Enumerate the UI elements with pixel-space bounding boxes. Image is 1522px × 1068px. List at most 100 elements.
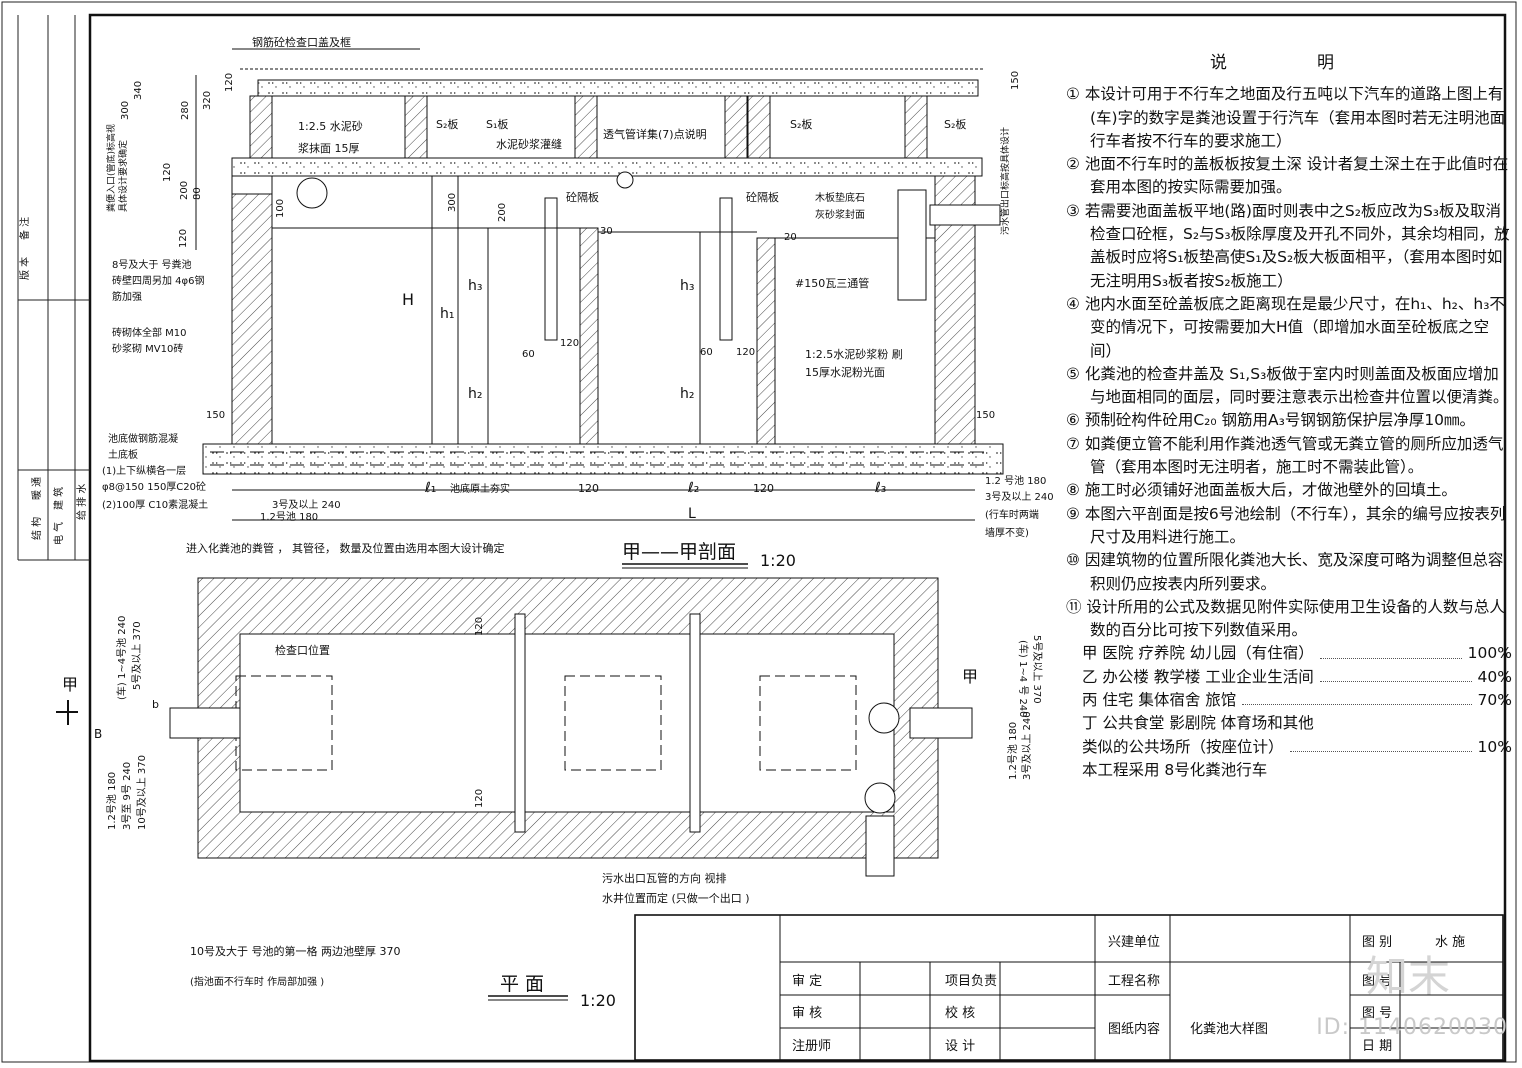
- label-wall-mortar: 1:2.5水泥砂浆粉 刷: [805, 347, 903, 361]
- strip-label-arch: 建 筑: [52, 487, 65, 510]
- riser-5: [747, 95, 771, 159]
- dim-bl-1: 3号及以上 240: [272, 499, 341, 511]
- note-item: ⑨ 本图六平剖面是按6号池绘制（不行车），其余的编号应按表列尺寸及用料进行施工。: [1066, 504, 1506, 546]
- label-s2-left: S₂板: [436, 117, 458, 131]
- label-mortar-2: 浆抹面 15厚: [298, 141, 360, 155]
- strip-label-hvac: 暖 通: [30, 477, 43, 500]
- label-traffic-note: (行车时两端: [985, 508, 1039, 521]
- note-item: ⑪ 设计所用的公式及数据见附件实际使用卫生设备的人数与总人数的百分比可按下列数值…: [1066, 597, 1505, 640]
- left-wall: [231, 175, 273, 445]
- strip-label-remark: 备 注: [18, 217, 31, 240]
- dim-bl-2: 1.2号池 180: [260, 510, 318, 523]
- strip-label-struct: 结 构: [30, 517, 43, 540]
- category-type: 乙 办公楼 教学楼 工业企业生活间: [1082, 667, 1314, 686]
- label-masonry-2: 砂浆砌 MV10砖: [112, 342, 183, 355]
- category-percent: 100%: [1467, 644, 1512, 663]
- base-slab: [202, 443, 1004, 475]
- side-strip: 备 注 版 本 建 筑 结 构 给 排 水 电 气 暖 通: [17, 15, 90, 561]
- lid-beam: [231, 157, 983, 177]
- label-ash-seal: 灰砂浆封面: [815, 208, 865, 221]
- plan-dim-b: b: [152, 698, 159, 711]
- vent-detail-circle: [616, 171, 634, 189]
- category-type: 丁 公共食堂 影剧院 体育场和其他: [1082, 714, 1314, 733]
- plan-vent-pipe: [864, 782, 896, 814]
- plan-outlet-direction-2: 水井位置而定 (只做一个出口 ): [602, 891, 750, 905]
- plan-wall-note: 10号及大于 号池的第一格 两边池壁厚 370: [190, 944, 400, 958]
- tb-design: 设 计: [945, 1039, 975, 1054]
- usage-category: 丁 公共食堂 影剧院 体育场和其他: [1062, 712, 1512, 735]
- dim-H: H: [402, 290, 414, 309]
- plan-pipe-note: 进入化粪池的粪管 ， 其管径， 数量及位置由选用本图大设计确定: [186, 541, 505, 555]
- category-type: 甲 医院 疗养院 幼儿园（有住宿）: [1082, 644, 1314, 663]
- note-item: ② 池面不行车时的盖板板按复土深 设计者复土深土在于此值时在套用本图的按实际需要…: [1066, 155, 1509, 197]
- baffle-2: [719, 197, 733, 341]
- plan-left-bot-3: 10号及以上 370: [136, 755, 148, 830]
- note-item: ⑩ 因建筑物的位置所限化粪池大长、宽及深度可略为调整但总容积则仍应按表内所列要求…: [1066, 551, 1504, 593]
- note-item: ⑦ 如粪便立管不能利用作粪池透气管或无粪立管的厕所应加透气管（套用本图时无注明者…: [1066, 434, 1504, 477]
- label-base-2: (2)100厚 C10素混凝土: [102, 498, 208, 511]
- dim-60b: 60: [700, 347, 713, 358]
- riser-4: [724, 95, 748, 159]
- dim-h3b: h₃: [680, 278, 695, 294]
- riser-2: [404, 95, 428, 159]
- label-baffle-left: 砼隔板: [566, 190, 599, 204]
- dim-30: 30: [600, 226, 613, 237]
- section-title: 甲——甲剖面: [622, 541, 736, 563]
- usage-category: 类似的公共场所（按座位计）10%: [1062, 736, 1512, 759]
- tb-drawing-name: 化粪池大样图: [1190, 1022, 1268, 1037]
- dim-l1: ℓ₁: [424, 480, 436, 496]
- dim-60a: 60: [522, 349, 535, 360]
- title-block: 兴建单位 工程名称 图纸内容 化粪池大样图 审 定 审 核 注册师 项目负责 校…: [634, 914, 1504, 1061]
- label-base-1: (1)上下纵横各一层: [102, 464, 186, 477]
- label-masonry: 砖砌体全部 M10: [112, 326, 187, 339]
- dim-150-left: 150: [206, 410, 225, 421]
- section-scale: 1:20: [760, 551, 796, 570]
- dim-150-right: 150: [976, 410, 995, 421]
- plan-partition-1: [514, 613, 526, 833]
- plan-left-top-2: 5号及以上 370: [131, 621, 143, 690]
- usage-category: 甲 医院 疗养院 幼儿园（有住宿） 100%: [1062, 642, 1512, 665]
- dim-120b: 120: [178, 229, 189, 248]
- note-item: ① 本设计可用于不行车之地面及行五吨以下汽车的道路上图上有(车)字的数字是粪池设…: [1066, 85, 1506, 150]
- note-item: ⑥ 预制砼构件砼用C₂₀ 钢筋用A₃号钢钢筋保护层净厚10㎜。: [1066, 411, 1476, 430]
- dim-150-top: 150: [1010, 71, 1021, 90]
- dim-340: 340: [133, 81, 144, 100]
- dim-h2b: h₂: [680, 386, 695, 402]
- tb-approve: 审 定: [792, 974, 822, 989]
- design-notes: 说明 ① 本设计可用于不行车之地面及行五吨以下汽车的道路上图上有(车)字的数字是…: [1062, 52, 1512, 782]
- dim-200b: 200: [497, 203, 508, 222]
- plan-inner-pit: [239, 633, 895, 813]
- dim-80: 80: [192, 187, 203, 200]
- dim-120a: 120: [162, 163, 173, 182]
- dim-120-top: 120: [224, 73, 235, 92]
- dim-br-2: 3号及以上 240: [985, 491, 1054, 503]
- plan-inspect-position: 检查口位置: [275, 643, 330, 657]
- dim-h2a: h₂: [468, 386, 483, 402]
- label-reinforce-3: 筋加强: [112, 290, 142, 303]
- partition-1: [579, 227, 599, 445]
- dim-100: 100: [275, 199, 286, 218]
- dim-280: 280: [180, 101, 191, 120]
- tb-review: 审 核: [792, 1006, 822, 1021]
- strip-label-elec: 电 气: [52, 522, 65, 545]
- label-baffle-right: 砼隔板: [746, 190, 779, 204]
- plan-dim-120b: 120: [474, 789, 485, 808]
- label-reinforce: 8号及大于 号粪池: [112, 258, 192, 271]
- note-item: ⑤ 化粪池的检查井盖及 S₁,S₃板做于室内时则盖面及板面应增加与地面相同的面层…: [1066, 364, 1509, 407]
- partition-2: [756, 237, 776, 445]
- dim-br-1: 1.2 号池 180: [985, 474, 1046, 487]
- left-riser: [249, 95, 273, 159]
- section-view: 钢筋砼检查口盖及框 1:2.5: [102, 35, 1054, 570]
- tb-registered: 注册师: [792, 1039, 831, 1054]
- plan-inlet-pipe: [169, 707, 241, 739]
- label-traffic-note-2: 墙厚不变): [985, 526, 1029, 539]
- plan-partition-2: [689, 613, 701, 833]
- tb-project-lead: 项目负责: [945, 974, 997, 989]
- tb-check: 校 核: [945, 1005, 975, 1021]
- plan-right-top-1: (车) 1~4 号 240: [1017, 640, 1030, 718]
- category-percent: 70%: [1477, 691, 1512, 710]
- label-tee-pipe: #150瓦三通管: [795, 276, 869, 290]
- outlet-pipe: [929, 204, 1001, 226]
